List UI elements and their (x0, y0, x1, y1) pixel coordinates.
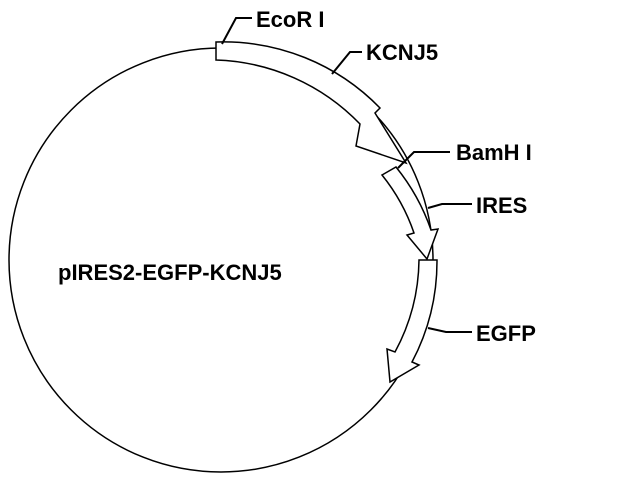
bamhi-leader-line (397, 151, 450, 169)
bamhi-site-label: BamH I (456, 140, 532, 165)
ires-feature-label: IRES (476, 193, 527, 218)
ecori-site-label: EcoR I (256, 7, 324, 32)
ires-feature-arrow (380, 166, 440, 261)
kcnj5-leader-line (331, 51, 362, 75)
egfp-leader-line (427, 327, 472, 333)
ires-leader-line (427, 203, 472, 209)
kcnj5-feature-label: KCNJ5 (366, 40, 438, 65)
egfp-feature-arrow (386, 259, 438, 384)
kcnj5-feature-arrow (215, 41, 408, 165)
ecori-leader-line (221, 17, 252, 45)
plasmid-name-label: pIRES2-EGFP-KCNJ5 (58, 260, 282, 285)
egfp-feature-label: EGFP (476, 321, 536, 346)
